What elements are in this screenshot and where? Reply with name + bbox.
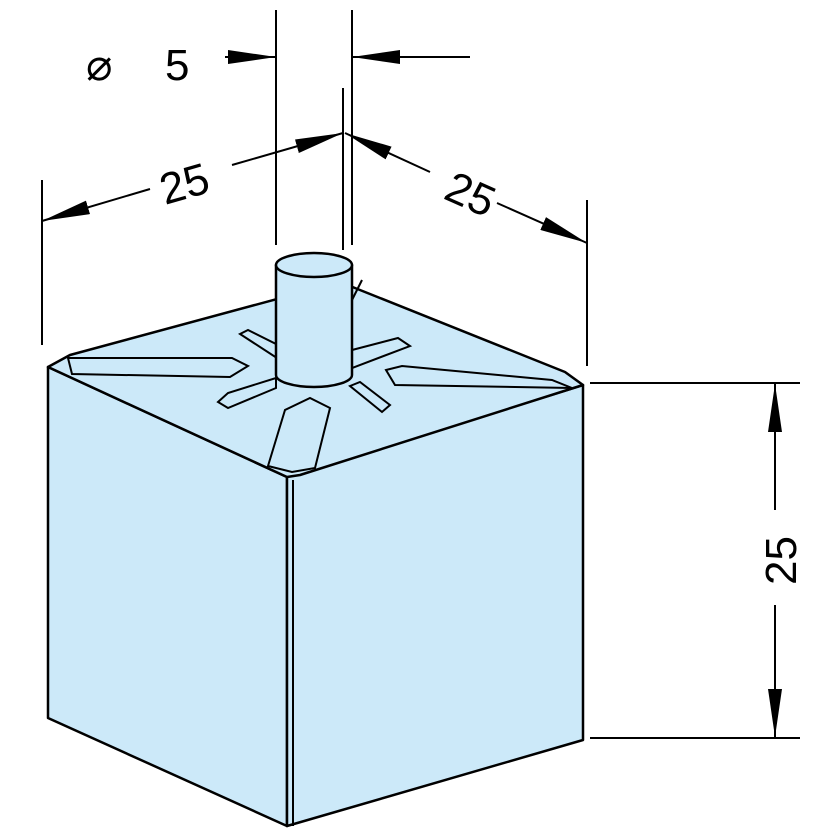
cube-body: [46, 251, 585, 828]
height-label: 25: [757, 536, 806, 585]
extension-lines: [41, 10, 800, 739]
pin-diameter-dimension: ⌀ 5: [86, 41, 470, 90]
top-grooves: [66, 328, 573, 474]
width-right-label: 25: [438, 162, 503, 227]
width-left-dimension: 25: [41, 132, 344, 222]
pin: [274, 251, 363, 389]
diameter-value: 5: [165, 41, 189, 90]
width-left-label: 25: [154, 154, 215, 215]
height-dimension: 25: [757, 384, 806, 737]
width-right-dimension: 25: [344, 132, 588, 244]
diameter-symbol: ⌀: [86, 41, 113, 90]
